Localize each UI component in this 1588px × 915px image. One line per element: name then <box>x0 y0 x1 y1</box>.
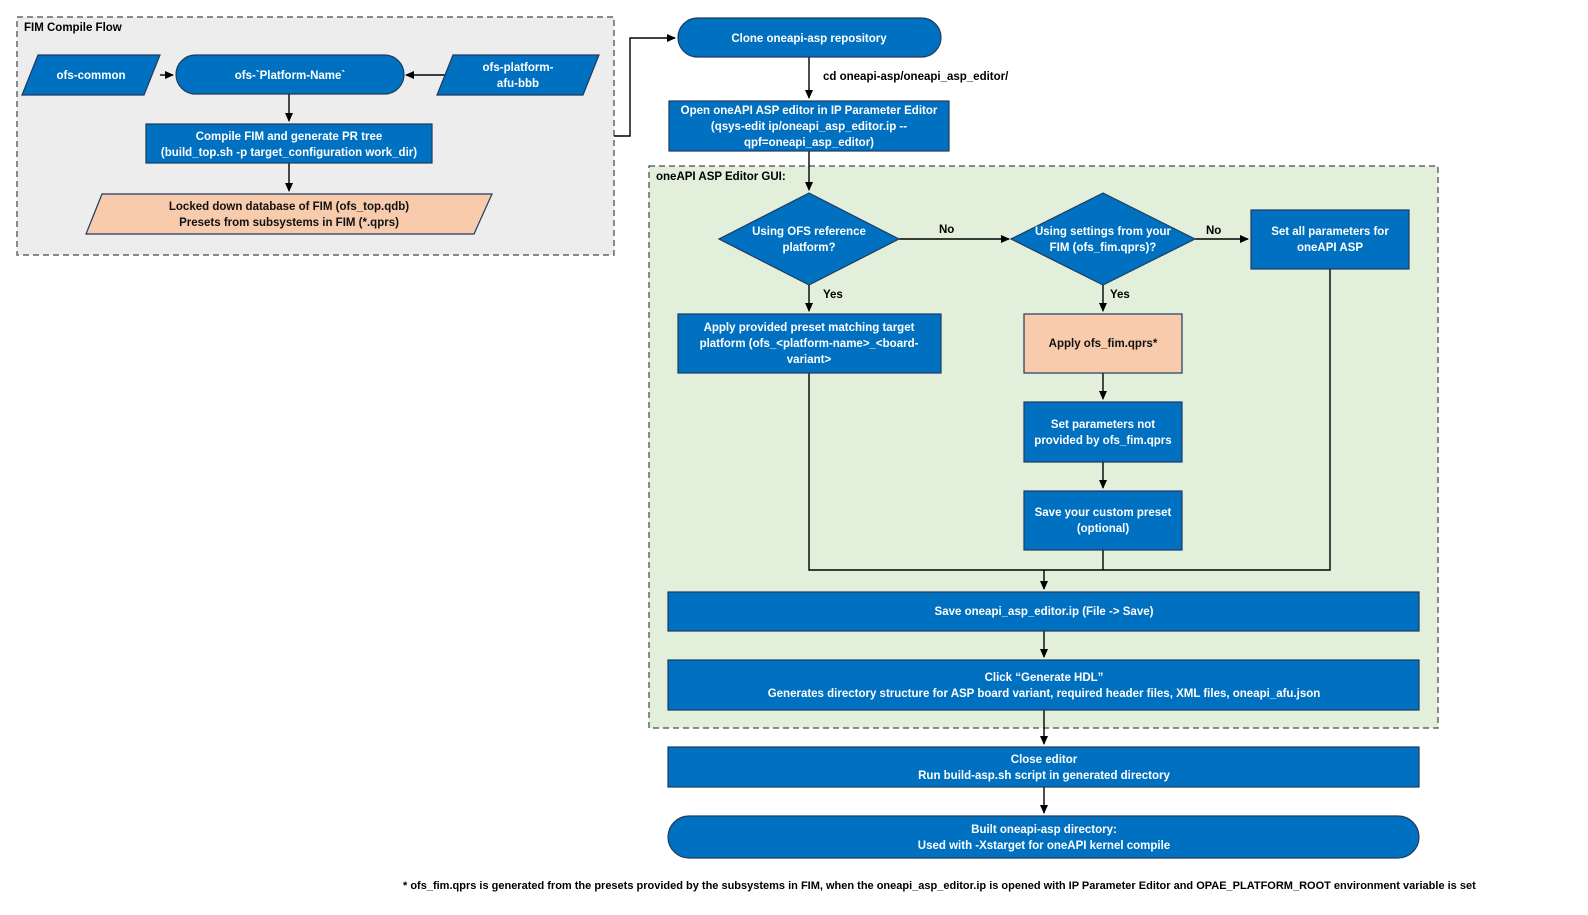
built-dir-text-line-2: Used with -Xstarget for oneAPI kernel co… <box>918 840 1170 852</box>
built-dir-node: Built oneapi-asp directory: Used with -Xs… <box>667 815 1420 859</box>
locked-db-text-line-2: Presets from subsystems in FIM (*.qprs) <box>179 217 399 229</box>
set-params-not-provided-text-line-2: provided by ofs_fim.qprs <box>1034 435 1171 447</box>
footnote: * ofs_fim.qprs is generated from the pre… <box>403 880 1476 892</box>
ofs-common-node: ofs-common <box>21 54 161 96</box>
generate-hdl-text-line-1: Click “Generate HDL” <box>985 672 1104 684</box>
set-all-params-text: Set all parameters for oneAPI ASP <box>1271 226 1389 254</box>
no-label-1: No <box>939 224 954 236</box>
gui-group-label: oneAPI ASP Editor GUI: <box>656 171 786 183</box>
save-editor-ip-text-line-1: Save oneapi_asp_editor.ip (File -> Save) <box>935 606 1154 618</box>
built-dir-text-line-1: Built oneapi-asp directory: <box>971 824 1117 836</box>
save-custom-preset-text-line-2: (optional) <box>1077 523 1130 535</box>
ofs-platform-text-line-1: ofs-`Platform-Name` <box>235 70 346 82</box>
set-all-params-text-line-2: oneAPI ASP <box>1297 242 1363 254</box>
compile-fim-node: Compile FIM and generate PR tree (build_t… <box>145 123 433 164</box>
locked-db-node: Locked down database of FIM (ofs_top.qdb… <box>85 193 493 235</box>
apply-preset-text-line-3: variant> <box>787 354 832 366</box>
using-fim-settings-text-line-2: FIM (ofs_fim.qprs)? <box>1050 242 1157 254</box>
open-editor-text-line-2: (qsys-edit ip/oneapi_asp_editor.ip -- <box>711 121 907 133</box>
set-all-params-node: Set all parameters for oneAPI ASP <box>1250 209 1410 270</box>
apply-preset-text-line-2: platform (ofs_<platform-name>_<board- <box>700 338 919 350</box>
apply-fim-qprs-text: Apply ofs_fim.qprs* <box>1049 338 1158 350</box>
no-label-2: No <box>1206 225 1221 237</box>
save-custom-preset-text-line-1: Save your custom preset <box>1035 507 1172 519</box>
set-all-params-text-line-1: Set all parameters for <box>1271 226 1389 238</box>
connectors <box>160 34 1331 814</box>
save-custom-preset-node: Save your custom preset (optional) <box>1023 490 1183 551</box>
edge-fim-to-clone <box>614 34 676 137</box>
clone-repo-text: Clone oneapi-asp repository <box>731 33 887 45</box>
locked-db-text-line-1: Locked down database of FIM (ofs_top.qdb… <box>169 201 409 213</box>
open-editor-text-line-3: qpf=oneapi_asp_editor) <box>744 137 874 149</box>
generate-hdl-node: Click “Generate HDL” Generates directory … <box>667 659 1420 711</box>
apply-fim-qprs-node: Apply ofs_fim.qprs* <box>1023 313 1183 374</box>
ofs-common-text-line-1: ofs-common <box>57 70 126 82</box>
edge-merge-bus <box>808 269 1331 571</box>
yes-label-1: Yes <box>823 289 843 301</box>
ofs-platform-node: ofs-`Platform-Name` <box>175 54 405 95</box>
locked-db-text: Locked down database of FIM (ofs_top.qdb… <box>169 201 409 229</box>
open-editor-text: Open oneAPI ASP editor in IP Parameter E… <box>681 105 938 149</box>
nodes: ofs-common ofs-`Platform-Name` ofs-platf… <box>21 17 1420 859</box>
compile-fim-text-line-1: Compile FIM and generate PR tree <box>196 131 383 143</box>
open-editor-text-line-1: Open oneAPI ASP editor in IP Parameter E… <box>681 105 938 117</box>
using-ofs-ref-text: Using OFS reference platform? <box>752 226 866 254</box>
close-editor-text-line-1: Close editor <box>1011 754 1078 766</box>
using-ofs-ref-decision: Using OFS reference platform? <box>717 192 901 286</box>
set-params-not-provided-text-line-1: Set parameters not <box>1051 419 1155 431</box>
using-ofs-ref-text-line-2: platform? <box>782 242 835 254</box>
save-editor-ip-node: Save oneapi_asp_editor.ip (File -> Save) <box>667 591 1420 632</box>
yes-label-2: Yes <box>1110 289 1130 301</box>
open-editor-node: Open oneAPI ASP editor in IP Parameter E… <box>668 100 950 152</box>
using-ofs-ref-text-line-1: Using OFS reference <box>752 226 866 238</box>
ofs-common-text: ofs-common <box>57 70 126 82</box>
ofs-platform-afu-bbb-text-line-1: ofs-platform- <box>483 62 554 74</box>
set-params-not-provided-text: Set parameters not provided by ofs_fim.qp… <box>1034 419 1171 447</box>
apply-preset-text-line-1: Apply provided preset matching target <box>704 322 915 334</box>
save-custom-preset-text: Save your custom preset (optional) <box>1035 507 1172 535</box>
clone-repo-node: Clone oneapi-asp repository <box>677 17 942 58</box>
ofs-platform-text: ofs-`Platform-Name` <box>235 70 346 82</box>
using-fim-settings-text-line-1: Using settings from your <box>1035 226 1172 238</box>
save-editor-ip-text: Save oneapi_asp_editor.ip (File -> Save) <box>935 606 1154 618</box>
apply-preset-node: Apply provided preset matching target pla… <box>677 313 942 374</box>
ofs-platform-afu-bbb-text-line-2: afu-bbb <box>497 78 539 90</box>
cd-command-label: cd oneapi-asp/oneapi_asp_editor/ <box>823 71 1009 83</box>
clone-repo-text-line-1: Clone oneapi-asp repository <box>731 33 887 45</box>
generate-hdl-text-line-2: Generates directory structure for ASP bo… <box>768 688 1321 700</box>
compile-fim-text-line-2: (build_top.sh -p target_configuration wo… <box>161 147 417 159</box>
ofs-platform-afu-bbb-node: ofs-platform-afu-bbb <box>436 54 600 96</box>
compile-fim-text: Compile FIM and generate PR tree (build_t… <box>161 131 417 159</box>
generate-hdl-text: Click “Generate HDL” Generates directory … <box>768 672 1321 700</box>
fim-group-label: FIM Compile Flow <box>24 22 122 34</box>
apply-preset-text: Apply provided preset matching target pla… <box>700 322 919 366</box>
close-editor-text-line-2: Run build-asp.sh script in generated dir… <box>918 770 1170 782</box>
apply-fim-qprs-text-line-1: Apply ofs_fim.qprs* <box>1049 338 1158 350</box>
ofs-platform-afu-bbb-text: ofs-platform-afu-bbb <box>483 62 554 90</box>
built-dir-text: Built oneapi-asp directory: Used with -Xs… <box>918 824 1170 852</box>
set-params-not-provided-node: Set parameters not provided by ofs_fim.qp… <box>1023 401 1183 463</box>
